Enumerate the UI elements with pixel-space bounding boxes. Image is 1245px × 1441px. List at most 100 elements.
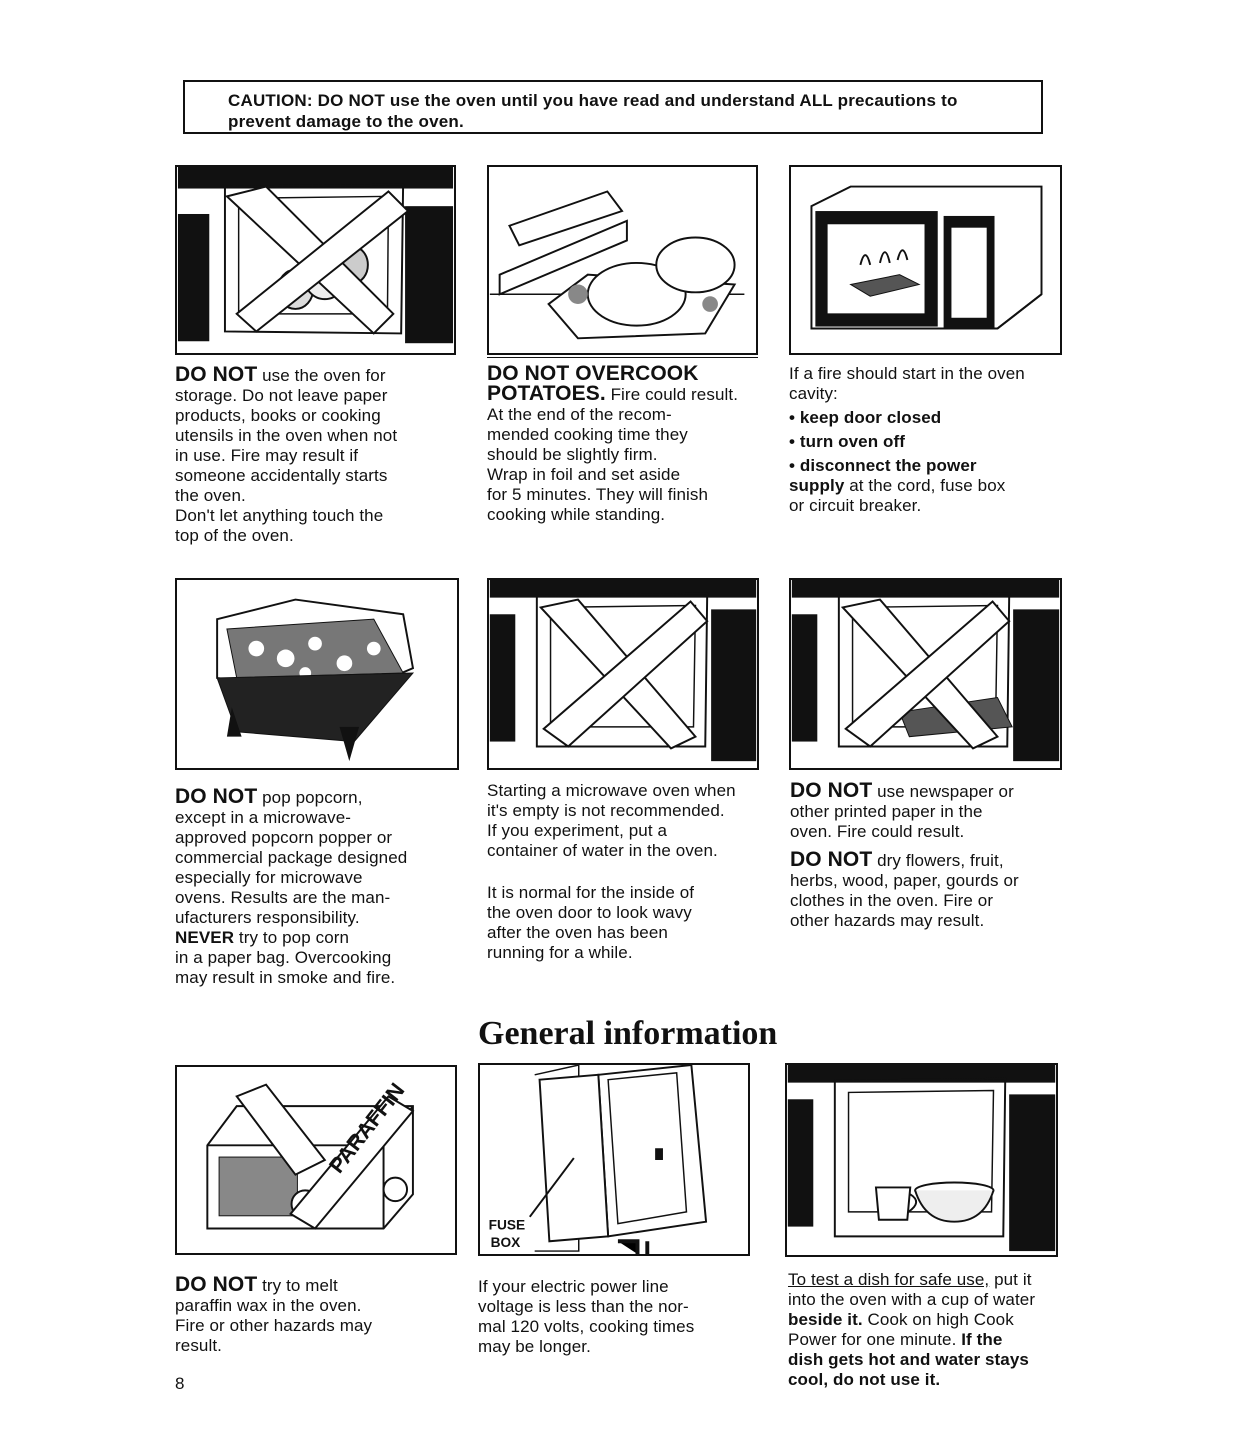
dish-line-6: cool, do not use it. — [788, 1370, 941, 1389]
storage-lead-rest: use the oven for — [257, 366, 386, 385]
dry-line: herbs, wood, paper, gourds or — [790, 871, 1019, 890]
wavy-line: It is normal for the inside of — [487, 883, 695, 902]
fire-instructions: If a fire should start in the oven cavit… — [789, 364, 1079, 516]
potatoes-illustration — [487, 165, 758, 355]
potatoes-lead-2: POTATOES. — [487, 382, 606, 405]
dish-line-5: dish gets hot and water stays — [788, 1350, 1029, 1369]
newspaper-oven-illustration — [789, 578, 1062, 770]
potatoes-line: mended cooking time they — [487, 425, 688, 444]
paraffin-line: result. — [175, 1336, 222, 1355]
storage-line: products, books or cooking — [175, 406, 381, 425]
potatoes-warning: DO NOT OVERCOOK POTATOES. Fire could res… — [487, 362, 777, 525]
potatoes-drawing — [489, 190, 745, 340]
dish-test-underlined: To test a dish for safe use, — [788, 1270, 990, 1289]
storage-lead: DO NOT — [175, 363, 258, 386]
dish-line-2: into the oven with a cup of water — [788, 1290, 1036, 1309]
empty-line: it's empty is not recommended. — [487, 801, 725, 820]
fuse-box-drawing: FUSE BOX — [489, 1065, 708, 1254]
newspaper-oven-drawing — [791, 580, 1060, 762]
paraffin-line: paraffin wax in the oven. — [175, 1296, 362, 1315]
voltage-note: If your electric power line voltage is l… — [478, 1277, 768, 1357]
oven-fire-illustration — [789, 165, 1062, 355]
fire-bullet-3: • disconnect the power — [789, 456, 977, 475]
caution-line-1: CAUTION: DO NOT use the oven until you h… — [228, 91, 958, 110]
dry-line: other hazards may result. — [790, 911, 985, 930]
fire-bullet-3c: or circuit breaker. — [789, 496, 922, 515]
oven-fire-drawing — [810, 185, 1043, 330]
popcorn-line: commercial package designed — [175, 848, 408, 867]
potatoes-line: cooking while standing. — [487, 505, 666, 524]
fire-intro-2: cavity: — [789, 384, 838, 403]
dry-lead: DO NOT — [790, 848, 873, 871]
popcorn-line: ovens. Results are the man- — [175, 888, 391, 907]
potatoes-line: At the end of the recom- — [487, 405, 672, 424]
caution-line-2: prevent damage to the oven. — [228, 112, 464, 131]
fuse-label-1: FUSE — [489, 1218, 526, 1233]
page-number: 8 — [175, 1374, 185, 1393]
newspaper-line: other printed paper in the — [790, 802, 983, 821]
fire-bullet-3b-bold: supply — [789, 476, 845, 495]
popcorn-warning: DO NOT pop popcorn, except in a microwav… — [175, 785, 475, 988]
popcorn-line: ufacturers responsibility. — [175, 908, 360, 927]
storage-line: in use. Fire may result if — [175, 446, 359, 465]
dish-test-ul-rest: put it — [989, 1270, 1032, 1289]
empty-oven-illustration — [487, 578, 759, 770]
oven-storage-drawing — [177, 167, 454, 344]
voltage-line: voltage is less than the nor- — [478, 1297, 689, 1316]
dish-test-note: To test a dish for safe use, put it into… — [788, 1270, 1088, 1390]
storage-line: someone accidentally starts — [175, 466, 388, 485]
popcorn-lead-rest: pop popcorn, — [257, 788, 363, 807]
newspaper-warning: DO NOT use newspaper or other printed pa… — [790, 780, 1080, 931]
storage-line: top of the oven. — [175, 526, 294, 545]
popcorn-lead: DO NOT — [175, 785, 258, 808]
empty-line: container of water in the oven. — [487, 841, 718, 860]
wavy-line: the oven door to look wavy — [487, 903, 692, 922]
caution-box: CAUTION: DO NOT use the oven until you h… — [183, 80, 1043, 134]
paraffin-illustration: PARAFFIN — [175, 1065, 457, 1255]
wavy-line: after the oven has been — [487, 923, 668, 942]
dry-line: clothes in the oven. Fire or — [790, 891, 994, 910]
storage-line: the oven. — [175, 486, 246, 505]
popcorn-line: approved popcorn popper or — [175, 828, 393, 847]
popcorn-never-rest: try to pop corn — [234, 928, 350, 947]
popcorn-line: may result in smoke and fire. — [175, 968, 396, 987]
dish-line-3-bold: beside it. — [788, 1310, 863, 1329]
wavy-line: running for a while. — [487, 943, 633, 962]
popcorn-never: NEVER — [175, 928, 235, 947]
potatoes-line: should be slightly firm. — [487, 445, 658, 464]
paraffin-warning: DO NOT try to melt paraffin wax in the o… — [175, 1273, 465, 1356]
paraffin-drawing: PARAFFIN — [206, 1079, 415, 1230]
voltage-line: may be longer. — [478, 1337, 591, 1356]
fire-bullet-3b-rest: at the cord, fuse box — [844, 476, 1006, 495]
empty-oven-note: Starting a microwave oven when it's empt… — [487, 781, 787, 963]
dry-lead-rest: dry flowers, fruit, — [872, 851, 1004, 870]
empty-line: If you experiment, put a — [487, 821, 668, 840]
popcorn-line: except in a microwave- — [175, 808, 352, 827]
popcorn-line: especially for microwave — [175, 868, 363, 887]
fire-intro-1: If a fire should start in the oven — [789, 364, 1025, 383]
paraffin-lead-rest: try to melt — [257, 1276, 338, 1295]
popcorn-line: in a paper bag. Overcooking — [175, 948, 392, 967]
storage-warning: DO NOT use the oven for storage. Do not … — [175, 363, 465, 546]
storage-line: Don't let anything touch the — [175, 506, 384, 525]
storage-line: storage. Do not leave paper — [175, 386, 388, 405]
dish-test-drawing — [787, 1065, 1056, 1252]
paraffin-lead: DO NOT — [175, 1273, 258, 1296]
oven-storage-illustration — [175, 165, 456, 355]
section-heading: General information — [478, 1015, 778, 1052]
dish-line-3-rest: Cook on high Cook — [862, 1310, 1014, 1329]
potatoes-line: for 5 minutes. They will finish — [487, 485, 709, 504]
popcorn-popper-illustration — [175, 578, 459, 770]
dish-line-4-bold: If the — [961, 1330, 1003, 1349]
fire-bullet-1: • keep door closed — [789, 408, 942, 427]
potatoes-line: Wrap in foil and set aside — [487, 465, 681, 484]
dish-line-4-rest: Power for one minute. — [788, 1330, 962, 1349]
voltage-line: If your electric power line — [478, 1277, 669, 1296]
potatoes-lead-1: DO NOT OVERCOOK — [487, 362, 699, 385]
dish-test-illustration — [785, 1063, 1058, 1257]
potatoes-lead-rest: Fire could result. — [605, 385, 739, 404]
empty-line: Starting a microwave oven when — [487, 781, 736, 800]
empty-oven-drawing — [489, 580, 757, 762]
newspaper-lead-rest: use newspaper or — [872, 782, 1014, 801]
fuse-box-illustration: FUSE BOX — [478, 1063, 750, 1256]
